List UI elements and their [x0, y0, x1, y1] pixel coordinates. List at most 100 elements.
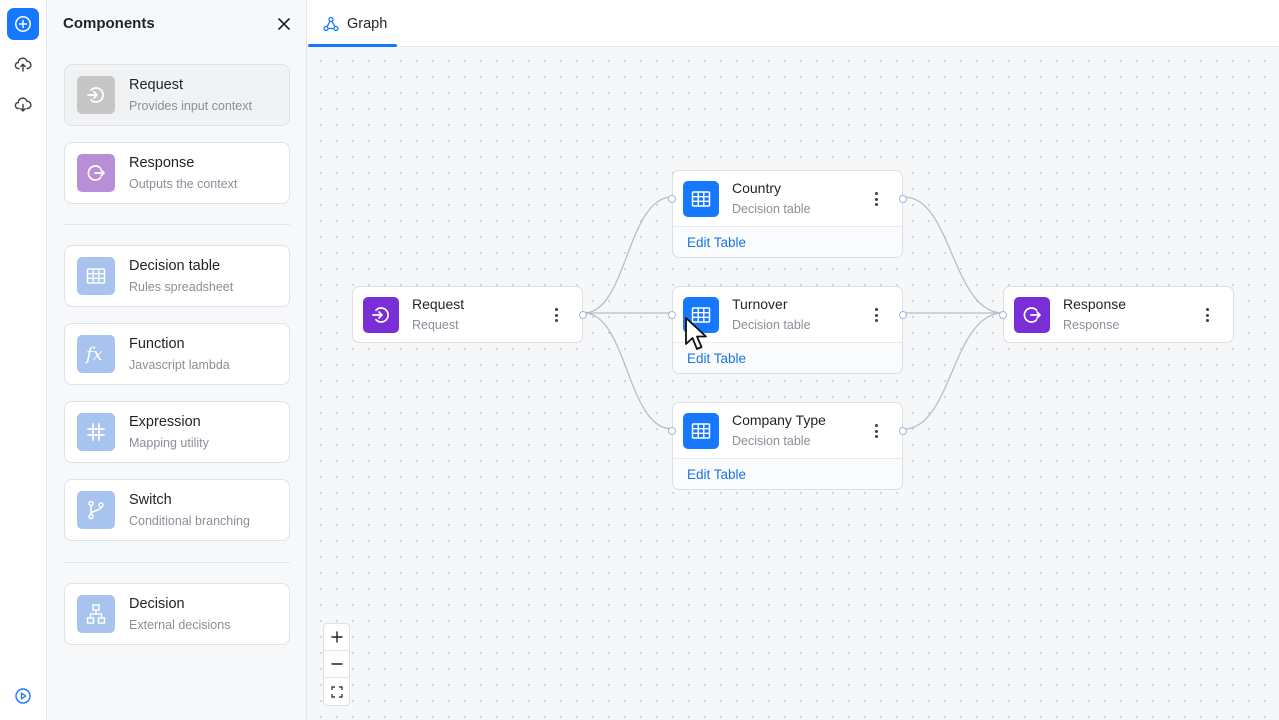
component-description: Conditional branching: [129, 514, 250, 528]
edge-country-response: [903, 196, 1004, 314]
run-simulator-button[interactable]: [7, 680, 39, 712]
component-function[interactable]: fx Function Javascript lambda: [64, 323, 290, 385]
component-request[interactable]: Request Provides input context: [64, 64, 290, 126]
node-icon-box: [683, 296, 719, 333]
node-more-button[interactable]: [550, 305, 562, 325]
output-handle[interactable]: [899, 311, 907, 319]
output-handle[interactable]: [579, 311, 587, 319]
input-handle[interactable]: [999, 311, 1007, 319]
graph-canvas[interactable]: Request Request Country: [307, 47, 1279, 720]
tab-bar: Graph: [307, 0, 1279, 47]
close-icon: [278, 18, 290, 30]
edit-table-link[interactable]: Edit Table: [687, 466, 747, 482]
node-more-button[interactable]: [870, 189, 882, 209]
component-response[interactable]: Response Outputs the context: [64, 142, 290, 204]
function-icon: fx: [84, 344, 103, 365]
node-type: Decision table: [732, 202, 811, 216]
component-name: Expression: [129, 414, 201, 430]
dot-icon: [874, 308, 878, 311]
input-handle[interactable]: [668, 427, 676, 435]
tab-graph[interactable]: Graph: [307, 0, 398, 47]
download-button[interactable]: [7, 88, 39, 120]
zoom-in-button[interactable]: [324, 624, 349, 651]
component-name: Decision table: [129, 258, 221, 274]
node-request[interactable]: Request Request: [352, 286, 587, 343]
component-icon-box: [77, 491, 115, 529]
input-handle[interactable]: [668, 195, 676, 203]
component-description: External decisions: [129, 618, 231, 632]
branch-icon: [88, 500, 104, 520]
dot-icon: [1205, 308, 1209, 311]
component-name: Function: [129, 336, 185, 352]
component-description: Mapping utility: [129, 436, 209, 450]
output-handle[interactable]: [899, 427, 907, 435]
divider: [64, 562, 290, 563]
login-icon: [372, 306, 389, 323]
dot-icon: [874, 435, 878, 438]
dot-icon: [874, 313, 878, 317]
node-name: Turnover: [732, 296, 788, 312]
dot-icon: [874, 319, 878, 322]
node-icon-box: [683, 180, 719, 217]
edge-request-company-type: [583, 312, 673, 430]
node-more-button[interactable]: [870, 421, 882, 441]
graph-icon: [323, 16, 339, 31]
node-response[interactable]: Response Response: [999, 286, 1234, 343]
edit-table-link[interactable]: Edit Table: [687, 234, 747, 250]
node-more-button[interactable]: [1201, 305, 1213, 325]
divider: [64, 224, 290, 225]
logout-icon: [1023, 306, 1041, 323]
fit-view-button[interactable]: [324, 678, 349, 705]
node-turnover[interactable]: Turnover Decision table Edit Table: [668, 286, 907, 374]
component-icon-box: [77, 154, 115, 192]
component-description: Rules spreadsheet: [129, 280, 234, 294]
table-icon: [691, 306, 711, 323]
panel-header: Components: [47, 0, 306, 47]
logout-icon: [87, 165, 105, 181]
component-icon-box: [77, 76, 115, 114]
component-expression[interactable]: Expression Mapping utility: [64, 401, 290, 463]
node-icon-box: [1014, 296, 1050, 333]
dot-icon: [874, 203, 878, 206]
component-decision[interactable]: Decision External decisions: [64, 583, 290, 645]
component-switch[interactable]: Switch Conditional branching: [64, 479, 290, 541]
tab-label: Graph: [347, 15, 388, 32]
edit-table-link[interactable]: Edit Table: [687, 350, 747, 366]
component-decision-table[interactable]: Decision table Rules spreadsheet: [64, 245, 290, 307]
component-name: Request: [129, 77, 184, 93]
node-type: Response: [1063, 318, 1120, 332]
dot-icon: [554, 313, 558, 317]
plus-icon: [330, 631, 343, 643]
dot-icon: [1205, 319, 1209, 322]
hierarchy-icon: [86, 604, 106, 624]
node-country[interactable]: Country Decision table Edit Table: [668, 170, 907, 258]
add-circle-icon: [15, 16, 31, 32]
zoom-out-button[interactable]: [324, 651, 349, 678]
component-name: Response: [129, 155, 195, 171]
graph-edges: [583, 196, 1004, 430]
input-handle[interactable]: [668, 311, 676, 319]
minus-icon: [330, 663, 343, 665]
node-name: Request: [412, 296, 465, 312]
play-circle-icon: [15, 688, 31, 704]
edge-company-type-response: [903, 312, 1004, 430]
dot-icon: [874, 429, 878, 433]
node-type: Request: [412, 318, 459, 332]
add-component-button[interactable]: [7, 8, 39, 40]
close-panel-button[interactable]: [274, 14, 294, 34]
node-more-button[interactable]: [870, 305, 882, 325]
fit-view-icon: [330, 685, 343, 698]
dot-icon: [554, 308, 558, 311]
active-tab-indicator: [308, 44, 397, 47]
output-handle[interactable]: [899, 195, 907, 203]
upload-button[interactable]: [7, 48, 39, 80]
dot-icon: [874, 424, 878, 427]
dot-icon: [874, 197, 878, 201]
component-name: Decision: [129, 596, 185, 612]
component-icon-box: [77, 413, 115, 451]
dot-icon: [554, 319, 558, 322]
node-company-type[interactable]: Company Type Decision table Edit Table: [668, 402, 907, 490]
dot-icon: [1205, 313, 1209, 317]
node-type: Decision table: [732, 434, 811, 448]
